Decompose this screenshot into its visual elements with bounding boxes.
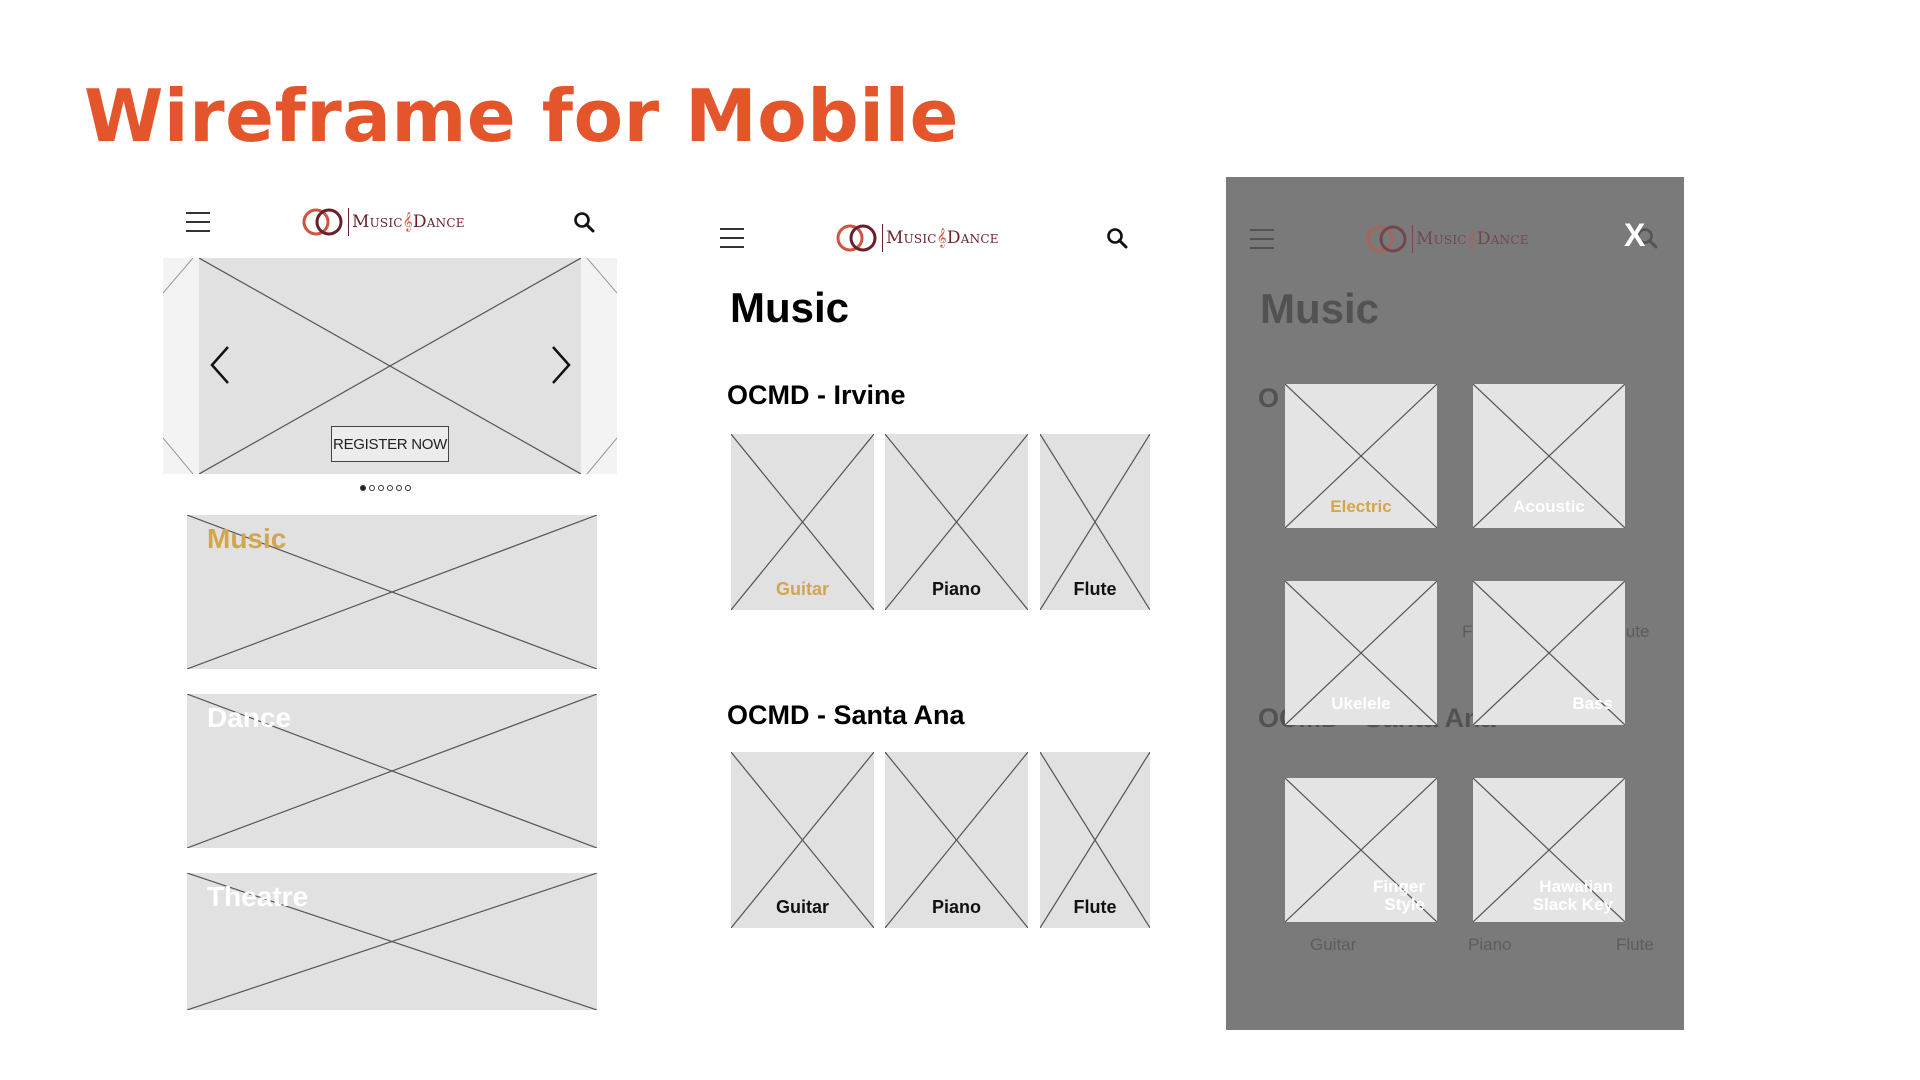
carousel-dot[interactable] bbox=[378, 485, 384, 491]
logo-rings-icon bbox=[302, 208, 343, 236]
category-label: Music bbox=[207, 523, 287, 554]
instrument-card-guitar[interactable]: Guitar bbox=[731, 434, 874, 610]
carousel-prev-slide bbox=[163, 258, 199, 474]
home-wireframe: Music𝄞Dance REGISTER NOW Mus bbox=[160, 200, 620, 1020]
logo: Music𝄞Dance bbox=[1364, 223, 1529, 255]
category-label: Dance bbox=[207, 702, 292, 733]
logo[interactable]: Music𝄞Dance bbox=[834, 222, 999, 254]
hamburger-menu-icon bbox=[1250, 229, 1274, 249]
background-label: Piano bbox=[1468, 935, 1512, 954]
instrument-card-piano[interactable]: Piano bbox=[885, 752, 1028, 928]
option-label-line1: Hawaiian bbox=[1539, 877, 1613, 896]
carousel-left-arrow-icon[interactable] bbox=[208, 345, 232, 385]
section-title-irvine: OCMD - Irvine bbox=[727, 380, 906, 410]
carousel-dot[interactable] bbox=[396, 485, 402, 491]
instrument-label: Flute bbox=[1073, 579, 1117, 599]
logo-rings-icon bbox=[1366, 225, 1407, 253]
carousel-dots bbox=[360, 485, 411, 491]
option-label: Electric bbox=[1330, 497, 1392, 516]
instrument-label: Piano bbox=[931, 897, 981, 917]
guitar-option-acoustic[interactable]: Acoustic bbox=[1473, 384, 1625, 528]
register-now-button[interactable]: REGISTER NOW bbox=[331, 426, 449, 462]
option-label: Bass bbox=[1572, 694, 1613, 713]
section-title-fragment: O bbox=[1258, 383, 1280, 413]
page-title: Music bbox=[1260, 285, 1380, 332]
guitar-option-electric[interactable]: Electric bbox=[1285, 384, 1437, 528]
option-label: Acoustic bbox=[1513, 497, 1585, 516]
logo-text: Music𝄞Dance bbox=[352, 212, 465, 232]
search-icon[interactable] bbox=[1106, 227, 1128, 249]
background-label: Guitar bbox=[1310, 935, 1357, 954]
guitar-option-finger-style[interactable]: Finger Style bbox=[1285, 778, 1437, 922]
logo-rings-icon bbox=[836, 224, 877, 252]
guitar-option-hawaiian-slack-key[interactable]: Hawaiian Slack Key bbox=[1473, 778, 1625, 922]
instrument-card-piano[interactable]: Piano bbox=[885, 434, 1028, 610]
hamburger-menu-icon[interactable] bbox=[720, 228, 744, 248]
carousel-dot[interactable] bbox=[360, 485, 366, 491]
carousel-dot[interactable] bbox=[405, 485, 411, 491]
category-label: Theatre bbox=[207, 881, 309, 912]
search-icon[interactable] bbox=[573, 211, 595, 233]
carousel-next-slide bbox=[581, 258, 617, 474]
page-title: Music bbox=[730, 284, 850, 331]
background-label: Flute bbox=[1616, 935, 1654, 954]
instrument-card-flute[interactable]: Flute bbox=[1040, 752, 1150, 928]
category-card-dance[interactable]: Dance bbox=[187, 694, 597, 848]
option-label-line2: Slack Key bbox=[1532, 895, 1613, 914]
instrument-card-flute[interactable]: Flute bbox=[1040, 434, 1150, 610]
option-label-line2: Style bbox=[1384, 895, 1425, 914]
carousel-dot[interactable] bbox=[369, 485, 375, 491]
guitar-option-bass[interactable]: Bass bbox=[1473, 581, 1625, 725]
guitar-option-ukelele[interactable]: Ukelele bbox=[1285, 581, 1437, 725]
hamburger-menu-icon[interactable] bbox=[186, 212, 210, 232]
category-card-music[interactable]: Music bbox=[187, 515, 597, 669]
option-label: Ukelele bbox=[1331, 694, 1391, 713]
close-overlay-button[interactable]: X bbox=[1624, 217, 1646, 253]
option-label-line1: Finger bbox=[1373, 877, 1425, 896]
logo[interactable]: Music𝄞Dance bbox=[300, 206, 465, 238]
category-card-theatre[interactable]: Theatre bbox=[187, 873, 597, 1010]
guitar-options-overlay: Music𝄞Dance Music O OCMD - Santa Ana F l… bbox=[1226, 177, 1684, 1030]
carousel-dot[interactable] bbox=[387, 485, 393, 491]
section-title-santa-ana: OCMD - Santa Ana bbox=[727, 700, 965, 730]
instrument-label: Guitar bbox=[775, 579, 829, 599]
background-label-fragment: F bbox=[1462, 622, 1473, 641]
instrument-label: Guitar bbox=[775, 897, 829, 917]
background-label-fragment: lute bbox=[1622, 622, 1650, 641]
instrument-card-guitar[interactable]: Guitar bbox=[731, 752, 874, 928]
carousel-right-arrow-icon[interactable] bbox=[549, 345, 573, 385]
logo-text: Music𝄞Dance bbox=[886, 228, 999, 248]
slide-title: Wireframe for Mobile bbox=[84, 74, 959, 158]
logo-text: Music𝄞Dance bbox=[1416, 229, 1529, 249]
search-icon bbox=[1637, 228, 1658, 249]
instrument-label: Piano bbox=[931, 579, 981, 599]
music-wireframe: Music𝄞Dance Music OCMD - Irvine Guitar P… bbox=[710, 210, 1170, 950]
instrument-label: Flute bbox=[1073, 897, 1117, 917]
